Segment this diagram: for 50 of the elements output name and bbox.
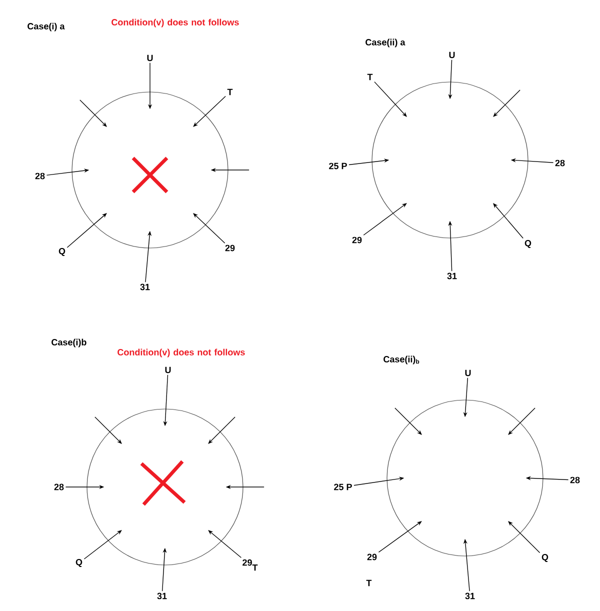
seat-label: 28 [54, 484, 64, 490]
arrow [378, 521, 422, 553]
seat-label: U [147, 54, 153, 62]
case-heading: Case(i) a [28, 22, 65, 32]
seat-label: U [465, 370, 471, 376]
seat-label: T [366, 580, 372, 586]
arrow [208, 530, 242, 558]
arrow [508, 521, 540, 554]
seat-label: 31 [465, 592, 475, 600]
arrow [208, 416, 236, 444]
seat-label: 25 P [329, 162, 347, 170]
seat-label: 31 [157, 592, 167, 600]
arrow [193, 213, 226, 244]
seat-label: Q [524, 240, 532, 248]
seat-label: 29 [367, 554, 377, 560]
seat-label: 31 [447, 272, 457, 280]
condition-note: Condition(v) does not follows [118, 348, 245, 358]
arrow [493, 203, 524, 239]
seat-label: 25 P [334, 484, 352, 490]
seat-label: 28 [555, 160, 565, 166]
arrow [94, 416, 122, 444]
condition-note: Condition(v) does not follows [112, 18, 239, 28]
arrow [374, 81, 407, 117]
arrow [84, 530, 122, 560]
seat-label: U [449, 52, 455, 58]
seat-label: 29 T [242, 559, 258, 571]
circle [372, 82, 528, 238]
seat-label: Q [76, 558, 82, 568]
case-heading: Case(ii) a [366, 38, 406, 48]
circle [386, 400, 544, 556]
seat-label: 31 [140, 284, 150, 290]
case-heading: Case(i)b [52, 338, 86, 348]
circle [86, 408, 244, 566]
case-heading: Case(ii)$_{b}$ [384, 356, 420, 364]
arrow [80, 100, 107, 127]
seat-label: Q [542, 554, 548, 562]
seat-label: U [165, 366, 171, 374]
seat-label: T [367, 74, 373, 80]
arrow [394, 408, 422, 435]
arrow [493, 90, 520, 117]
arrow [363, 203, 407, 236]
arrow [66, 213, 107, 248]
seat-label: T [227, 88, 233, 96]
seat-label: Q [58, 248, 66, 256]
seat-label: 29 [225, 244, 235, 252]
arrow [193, 96, 226, 127]
seat-label: 28 [35, 172, 45, 180]
seat-label: 29 [352, 236, 362, 244]
arrow [508, 408, 536, 435]
seat-label: 28 [570, 476, 580, 484]
